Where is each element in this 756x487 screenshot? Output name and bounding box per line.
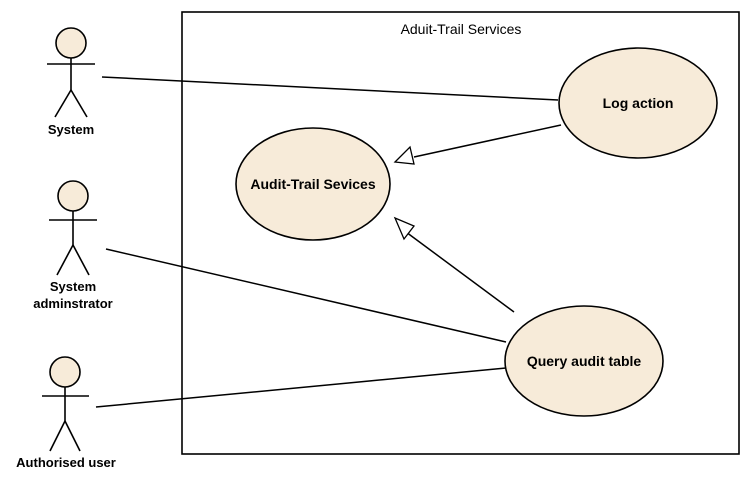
usecase-log-action[interactable]: Log action [558, 47, 718, 159]
actor-admin-left-leg [56, 244, 74, 276]
usecase-query-audit-table[interactable]: Query audit table [504, 305, 664, 417]
usecase-audit-trail-services[interactable]: Audit-Trail Sevices [235, 127, 391, 241]
actor-user-left-leg [49, 420, 66, 452]
actor-user-head [49, 356, 81, 388]
actor-system-left-leg [54, 89, 72, 118]
generalization-arrowhead-log-action [393, 145, 415, 165]
system-boundary-title: Aduit-Trail Services [401, 21, 522, 37]
association-admin-query-audit [105, 248, 507, 343]
actor-system-administrator[interactable]: System adminstrator [33, 180, 113, 311]
association-system-log-action [101, 76, 559, 101]
usecase-query-audit-label: Query audit table [527, 353, 642, 369]
actor-authorised-user[interactable]: Authorised user [16, 356, 116, 470]
actor-system-right-leg [70, 89, 88, 118]
usecase-audit-trail-ellipse [235, 127, 391, 241]
usecase-log-action-ellipse [558, 47, 718, 159]
actor-admin-right-leg [72, 244, 90, 276]
usecase-query-audit-ellipse [504, 305, 664, 417]
association-user-query-audit [95, 367, 507, 408]
actor-admin-head [57, 180, 89, 212]
generalization-query-audit [393, 216, 515, 313]
generalization-log-action [393, 124, 562, 165]
actor-user-label: Authorised user [16, 455, 116, 470]
actor-user-right-leg [64, 420, 81, 452]
generalization-line-log-action [413, 124, 562, 158]
actor-system-head [55, 27, 87, 59]
actor-admin-label-line-1: System [50, 279, 96, 294]
actor-system-label: System [48, 122, 94, 137]
usecase-log-action-label: Log action [603, 95, 674, 111]
generalization-line-query-audit [405, 231, 515, 313]
actor-system[interactable]: System [47, 27, 95, 137]
usecase-audit-trail-label: Audit-Trail Sevices [250, 176, 375, 192]
generalization-arrowhead-query-audit [393, 216, 416, 241]
actor-admin-label-line-2: adminstrator [33, 296, 112, 311]
